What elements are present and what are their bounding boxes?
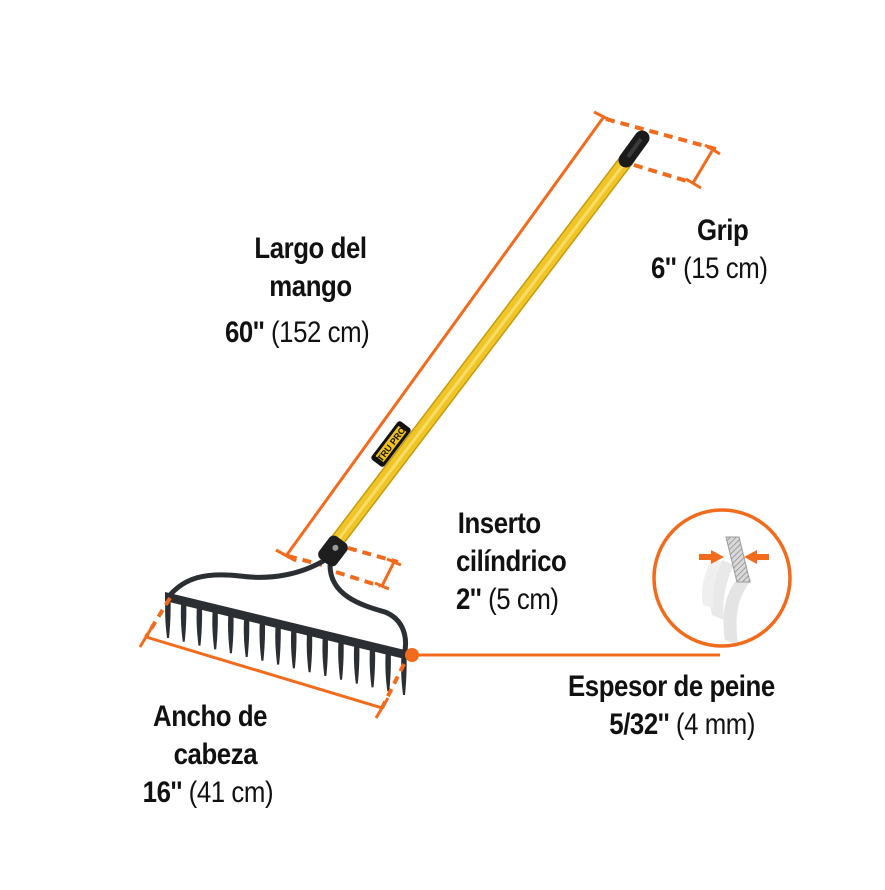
grip-imperial: 6'': [651, 252, 677, 285]
insert-title-1: Inserto: [457, 507, 541, 540]
head-width-title-1: Ancho de: [153, 700, 268, 733]
insert-title-2: cilíndrico: [456, 545, 567, 578]
thickness-arrows: [699, 550, 769, 564]
rake-tine: [306, 632, 313, 673]
head-width-dimension: [138, 596, 406, 719]
rake-tine: [353, 643, 360, 684]
handle-length-metric: (152 cm): [270, 316, 370, 349]
rake-tine: [228, 613, 234, 654]
handle-length-imperial: 60'': [225, 316, 265, 349]
rake-tine: [290, 628, 297, 669]
tine-cross-section: [702, 536, 752, 644]
head-width-title-2: cabeza: [173, 738, 258, 771]
tine-thickness-imperial: 5/32'': [609, 708, 670, 741]
rake-tine: [322, 636, 328, 676]
rake-tine: [401, 655, 407, 695]
rake-handle: TRU PRO: [326, 130, 650, 553]
rake-tine: [165, 598, 171, 638]
rake-tines: [165, 598, 407, 695]
grip-metric: (15 cm): [683, 252, 768, 285]
rake-head: [165, 535, 409, 695]
rake-tine: [243, 617, 250, 657]
rake-tine: [180, 601, 187, 642]
handle-length-label: Largo del mango: [246, 230, 375, 306]
insert-metric: (5 cm): [488, 583, 559, 616]
head-width-metric: (41 cm): [188, 776, 274, 809]
tine-thickness-title: Espesor de peine: [568, 670, 775, 703]
insert-label: Inserto cilíndrico 2'' (5 cm): [456, 505, 567, 619]
grip-title: Grip: [697, 214, 749, 247]
head-width-label: Ancho de cabeza 16'' (41 cm): [143, 698, 274, 812]
tine-thickness-metric: (4 mm): [675, 708, 756, 741]
grip-label: Grip: [697, 212, 749, 250]
ferrule-insert: [318, 535, 348, 567]
handle-length-title-1: Largo del: [254, 232, 367, 265]
grip-value: 6'' (15 cm): [651, 250, 768, 288]
handle-length-value: 60'' (152 cm): [225, 314, 370, 352]
grip-dimension: [605, 117, 721, 190]
rake-tine: [275, 624, 281, 665]
insert-imperial: 2'': [456, 583, 482, 616]
rake-tine: [196, 605, 203, 646]
rake-tine: [212, 609, 218, 650]
tine-thickness-callout: [405, 508, 792, 662]
rake-tine: [369, 647, 376, 688]
handle-length-title-2: mango: [269, 270, 352, 303]
rake-tine: [385, 651, 391, 692]
rake-tine: [259, 620, 266, 661]
insert-dimension: [287, 546, 402, 591]
head-width-imperial: 16'': [142, 776, 183, 809]
callout-dot: [405, 648, 419, 662]
rake-tine: [338, 639, 344, 680]
tine-thickness-label: Espesor de peine 5/32'' (4 mm): [568, 668, 775, 744]
